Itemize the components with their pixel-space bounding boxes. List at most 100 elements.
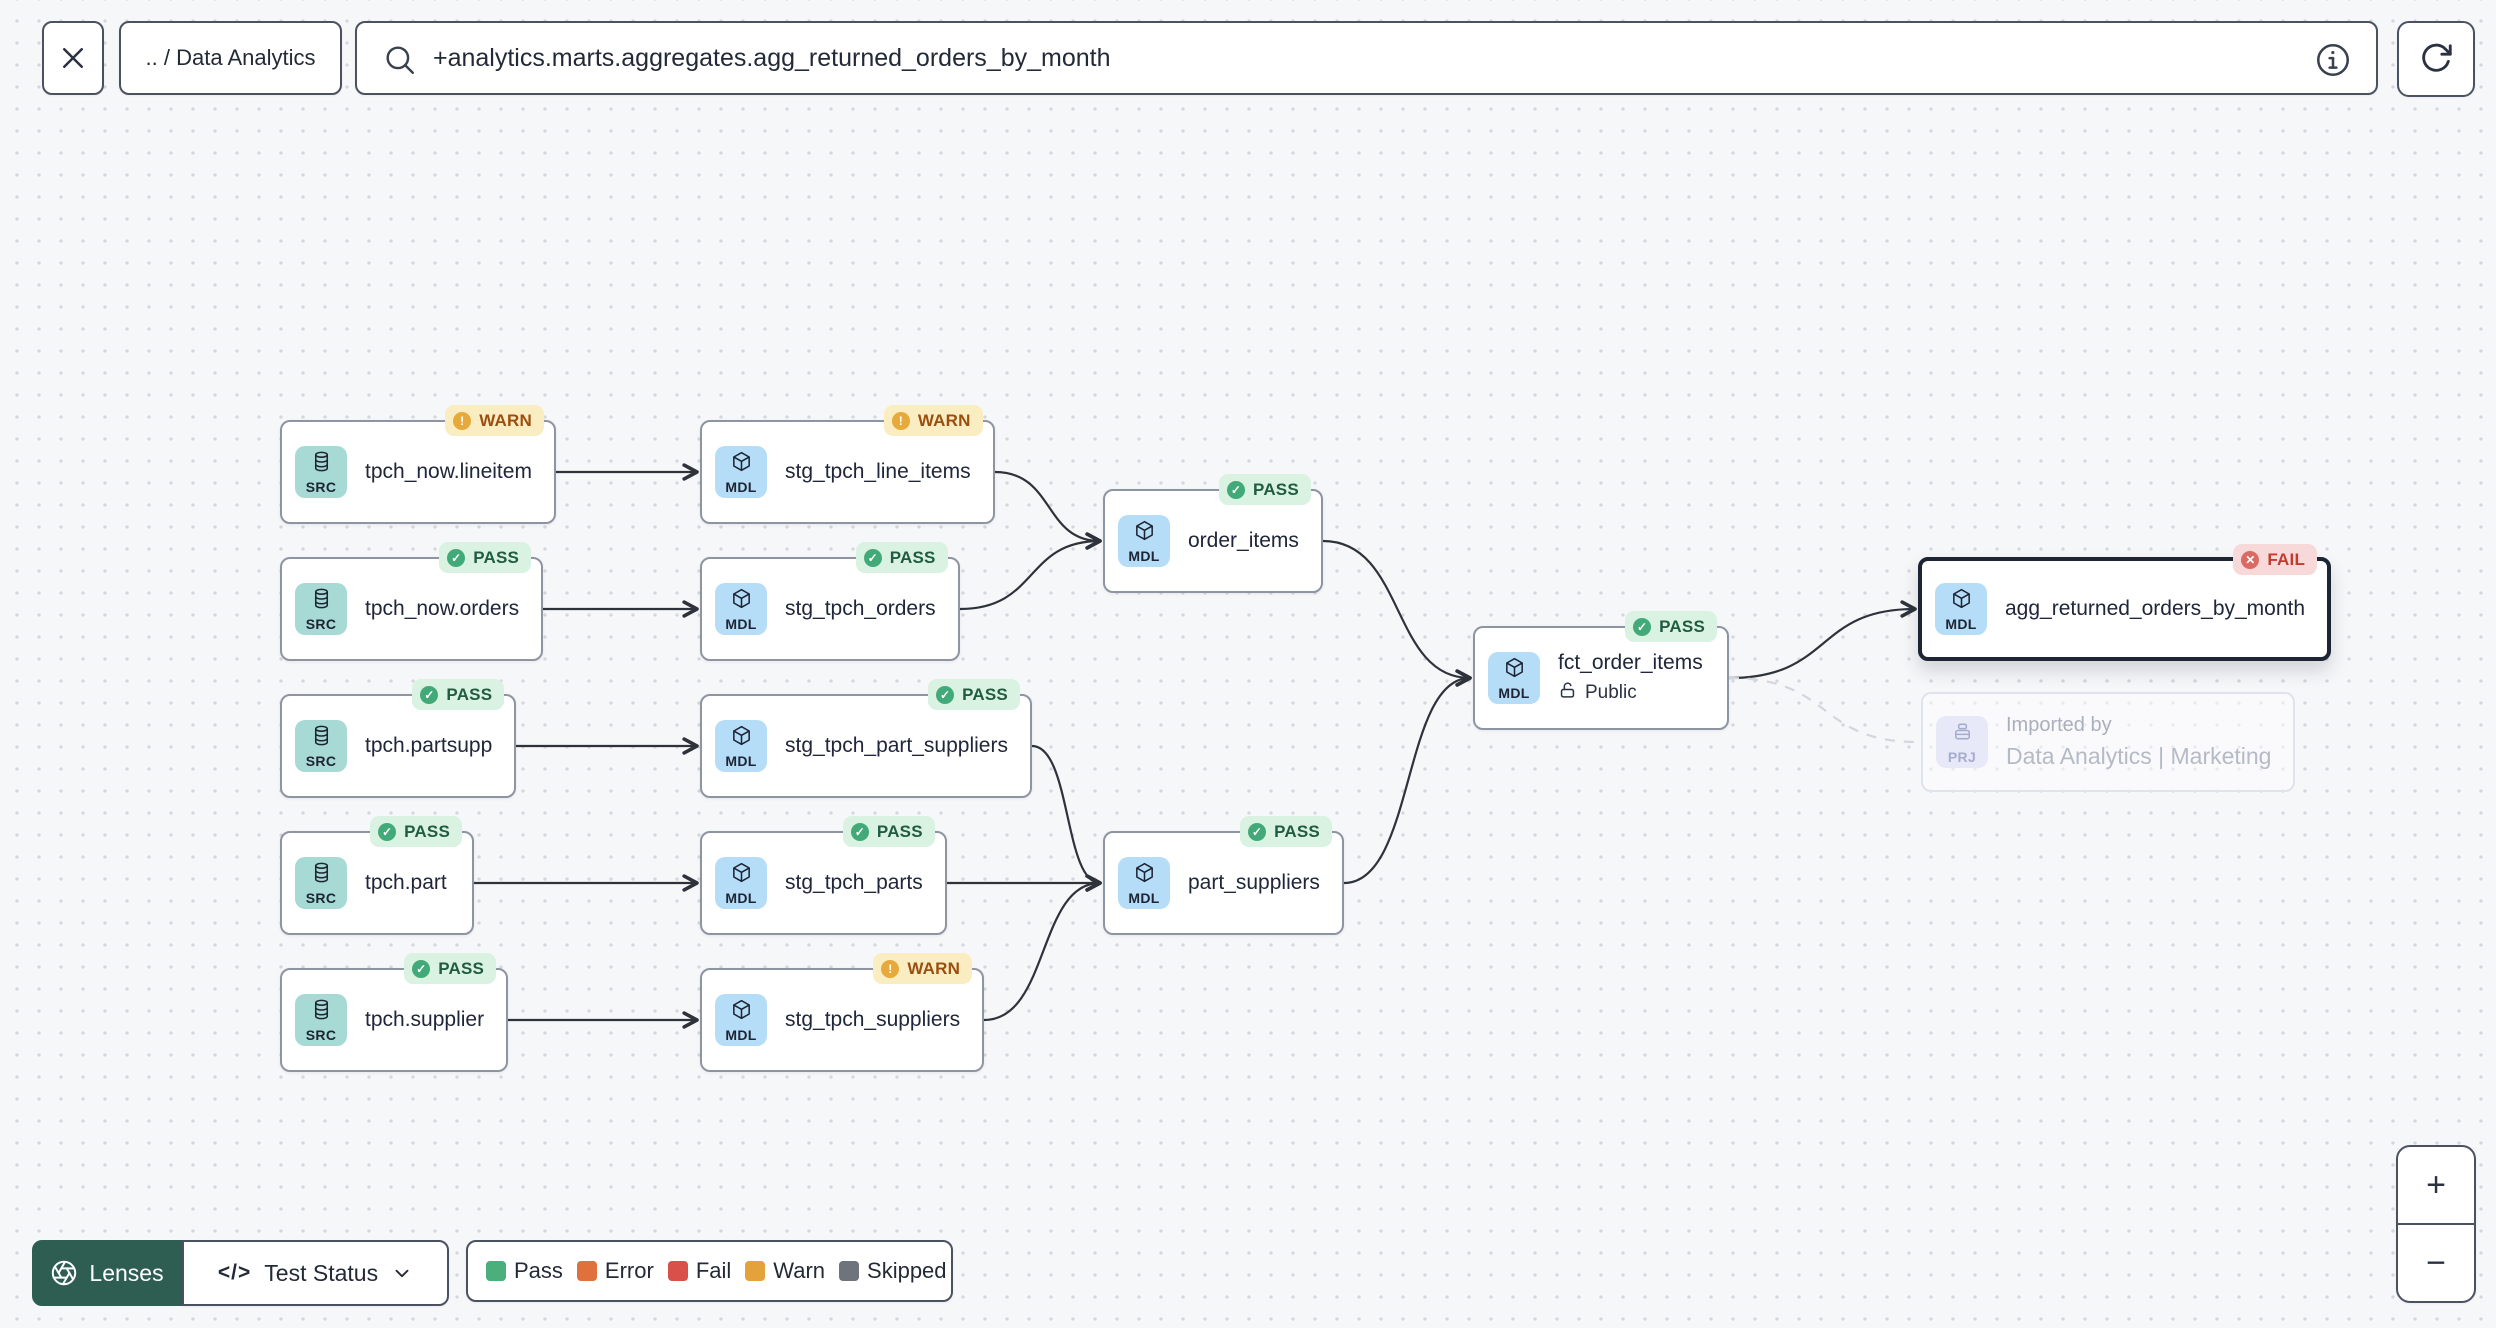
node-label: part_suppliers (1188, 871, 1320, 894)
database-icon (310, 998, 333, 1026)
check-icon: ✓ (1227, 480, 1246, 499)
edge-stg-tpch-suppliers-to-part-suppliers (983, 874, 1102, 1022)
graph-node-stg-tpch-line-items[interactable]: ! WARN MDL stg_tpch_line_items (700, 405, 995, 524)
node-label: tpch_now.orders (365, 597, 520, 620)
node-text: tpch.partsupp (365, 734, 492, 758)
graph-node-imported-by[interactable]: PRJ Imported by Data Analytics | Marketi… (1921, 692, 2296, 792)
database-icon (310, 861, 333, 889)
node-text: Imported by Data Analytics | Marketing (2006, 714, 2271, 770)
cube-icon (730, 998, 753, 1026)
aperture-icon (52, 1260, 77, 1286)
node-label: agg_returned_orders_by_month (2005, 597, 2306, 620)
node-type-tile: MDL (1935, 583, 1987, 635)
lens-selector-dropdown[interactable]: </> Test Status (182, 1240, 449, 1306)
status-label: PASS (889, 547, 936, 567)
node-text: tpch.supplier (365, 1008, 484, 1032)
cube-icon (1133, 519, 1156, 547)
node-type-label: MDL (725, 478, 757, 495)
node-label: stg_tpch_orders (785, 597, 936, 620)
node-label: stg_tpch_part_suppliers (785, 734, 1008, 757)
breadcrumb-button[interactable]: .. / Data Analytics (119, 21, 342, 95)
status-label: PASS (473, 547, 520, 567)
close-button[interactable] (42, 21, 104, 95)
database-icon (310, 450, 333, 478)
graph-node-fct-order-items[interactable]: ✓ PASS MDL fct_order_items Public (1473, 611, 1729, 730)
lenses-button[interactable]: Lenses (32, 1240, 182, 1306)
node-type-tile: MDL (715, 446, 767, 498)
edge-stg-tpch-line-items-to-order-items (994, 470, 1102, 550)
status-badge: ! WARN (445, 405, 544, 436)
check-icon: ✓ (936, 685, 955, 704)
node-label: stg_tpch_line_items (785, 460, 971, 483)
graph-node-stg-tpch-suppliers[interactable]: ! WARN MDL stg_tpch_suppliers (700, 953, 985, 1072)
graph-node-agg-returned-orders-by-month[interactable]: ✕ FAIL MDL agg_returned_orders_by_month (1918, 544, 2332, 661)
node-type-label: MDL (725, 752, 757, 769)
node-label: tpch.supplier (365, 1008, 485, 1031)
status-badge: ✓ PASS (439, 542, 532, 573)
graph-node-tpch-supplier[interactable]: ✓ PASS SRC tpch.supplier (280, 953, 509, 1072)
graph-node-tpch-now-lineitem[interactable]: ! WARN SRC tpch_now.lineitem (280, 405, 556, 524)
search-input[interactable] (433, 43, 2213, 73)
graph-node-stg-tpch-part-suppliers[interactable]: ✓ PASS MDL stg_tpch_part_suppliers (700, 679, 1032, 798)
node-text: tpch_now.orders (365, 597, 519, 621)
graph-node-tpch-partsupp[interactable]: ✓ PASS SRC tpch.partsupp (280, 679, 517, 798)
legend-swatch (745, 1261, 766, 1281)
status-badge: ! WARN (883, 405, 983, 436)
close-icon (63, 48, 83, 68)
cube-icon (730, 861, 753, 889)
node-type-tile: MDL (1118, 515, 1170, 567)
cross-icon: ✕ (2241, 550, 2260, 569)
code-icon: </> (217, 1261, 252, 1284)
exclamation-icon: ! (891, 411, 910, 430)
node-text: stg_tpch_suppliers (785, 1008, 960, 1032)
refresh-button[interactable] (2397, 21, 2475, 97)
graph-node-stg-tpch-parts[interactable]: ✓ PASS MDL stg_tpch_parts (700, 816, 947, 935)
graph-node-order-items[interactable]: ✓ PASS MDL order_items (1103, 474, 1323, 593)
node-type-label: SRC (305, 478, 337, 495)
node-sub: Public (1558, 681, 1703, 706)
legend-item: Pass (486, 1258, 563, 1284)
node-text: stg_tpch_part_suppliers (785, 734, 1008, 758)
node-type-label: SRC (305, 1026, 337, 1043)
node-label: stg_tpch_parts (785, 871, 923, 894)
graph-node-stg-tpch-orders[interactable]: ✓ PASS MDL stg_tpch_orders (700, 542, 960, 661)
status-label: PASS (1659, 616, 1705, 636)
info-button[interactable] (2314, 41, 2352, 79)
node-text: order_items (1188, 529, 1299, 553)
check-icon: ✓ (420, 685, 439, 704)
node-type-tile: SRC (295, 583, 347, 635)
edge-stg-tpch-orders-to-order-items (959, 532, 1102, 611)
database-icon (310, 724, 333, 752)
check-icon: ✓ (850, 822, 869, 841)
node-text: fct_order_items Public (1558, 651, 1703, 706)
node-type-tile: PRJ (1936, 716, 1988, 768)
zoom-out-button[interactable]: − (2398, 1223, 2474, 1301)
status-badge: ✓ PASS (1219, 474, 1311, 505)
refresh-icon (2422, 43, 2452, 72)
node-type-label: SRC (305, 752, 337, 769)
node-type-tile: SRC (295, 994, 347, 1046)
search-icon (386, 46, 414, 74)
zoom-in-button[interactable]: + (2398, 1147, 2474, 1223)
legend-label: Pass (514, 1258, 563, 1283)
node-sub-label: Public (1585, 682, 1637, 703)
node-type-tile: MDL (715, 994, 767, 1046)
graph-node-tpch-now-orders[interactable]: ✓ PASS SRC tpch_now.orders (280, 542, 544, 661)
node-label: order_items (1188, 529, 1299, 552)
status-label: PASS (438, 958, 485, 978)
check-icon: ✓ (378, 822, 397, 841)
node-label: stg_tpch_suppliers (785, 1008, 961, 1031)
graph-node-tpch-part[interactable]: ✓ PASS SRC tpch.part (280, 816, 474, 935)
status-label: PASS (876, 821, 923, 841)
project-icon (1951, 720, 1974, 748)
info-icon (2317, 44, 2349, 76)
unlock-icon (1558, 681, 1577, 706)
node-text: tpch_now.lineitem (365, 460, 532, 484)
node-label: tpch.partsupp (365, 734, 493, 757)
zoom-controls: + − (2396, 1145, 2476, 1303)
chevron-down-icon (395, 1269, 409, 1278)
node-label: fct_order_items (1558, 650, 1703, 674)
status-label: PASS (962, 684, 1008, 704)
graph-node-part-suppliers[interactable]: ✓ PASS MDL part_suppliers (1103, 816, 1344, 935)
